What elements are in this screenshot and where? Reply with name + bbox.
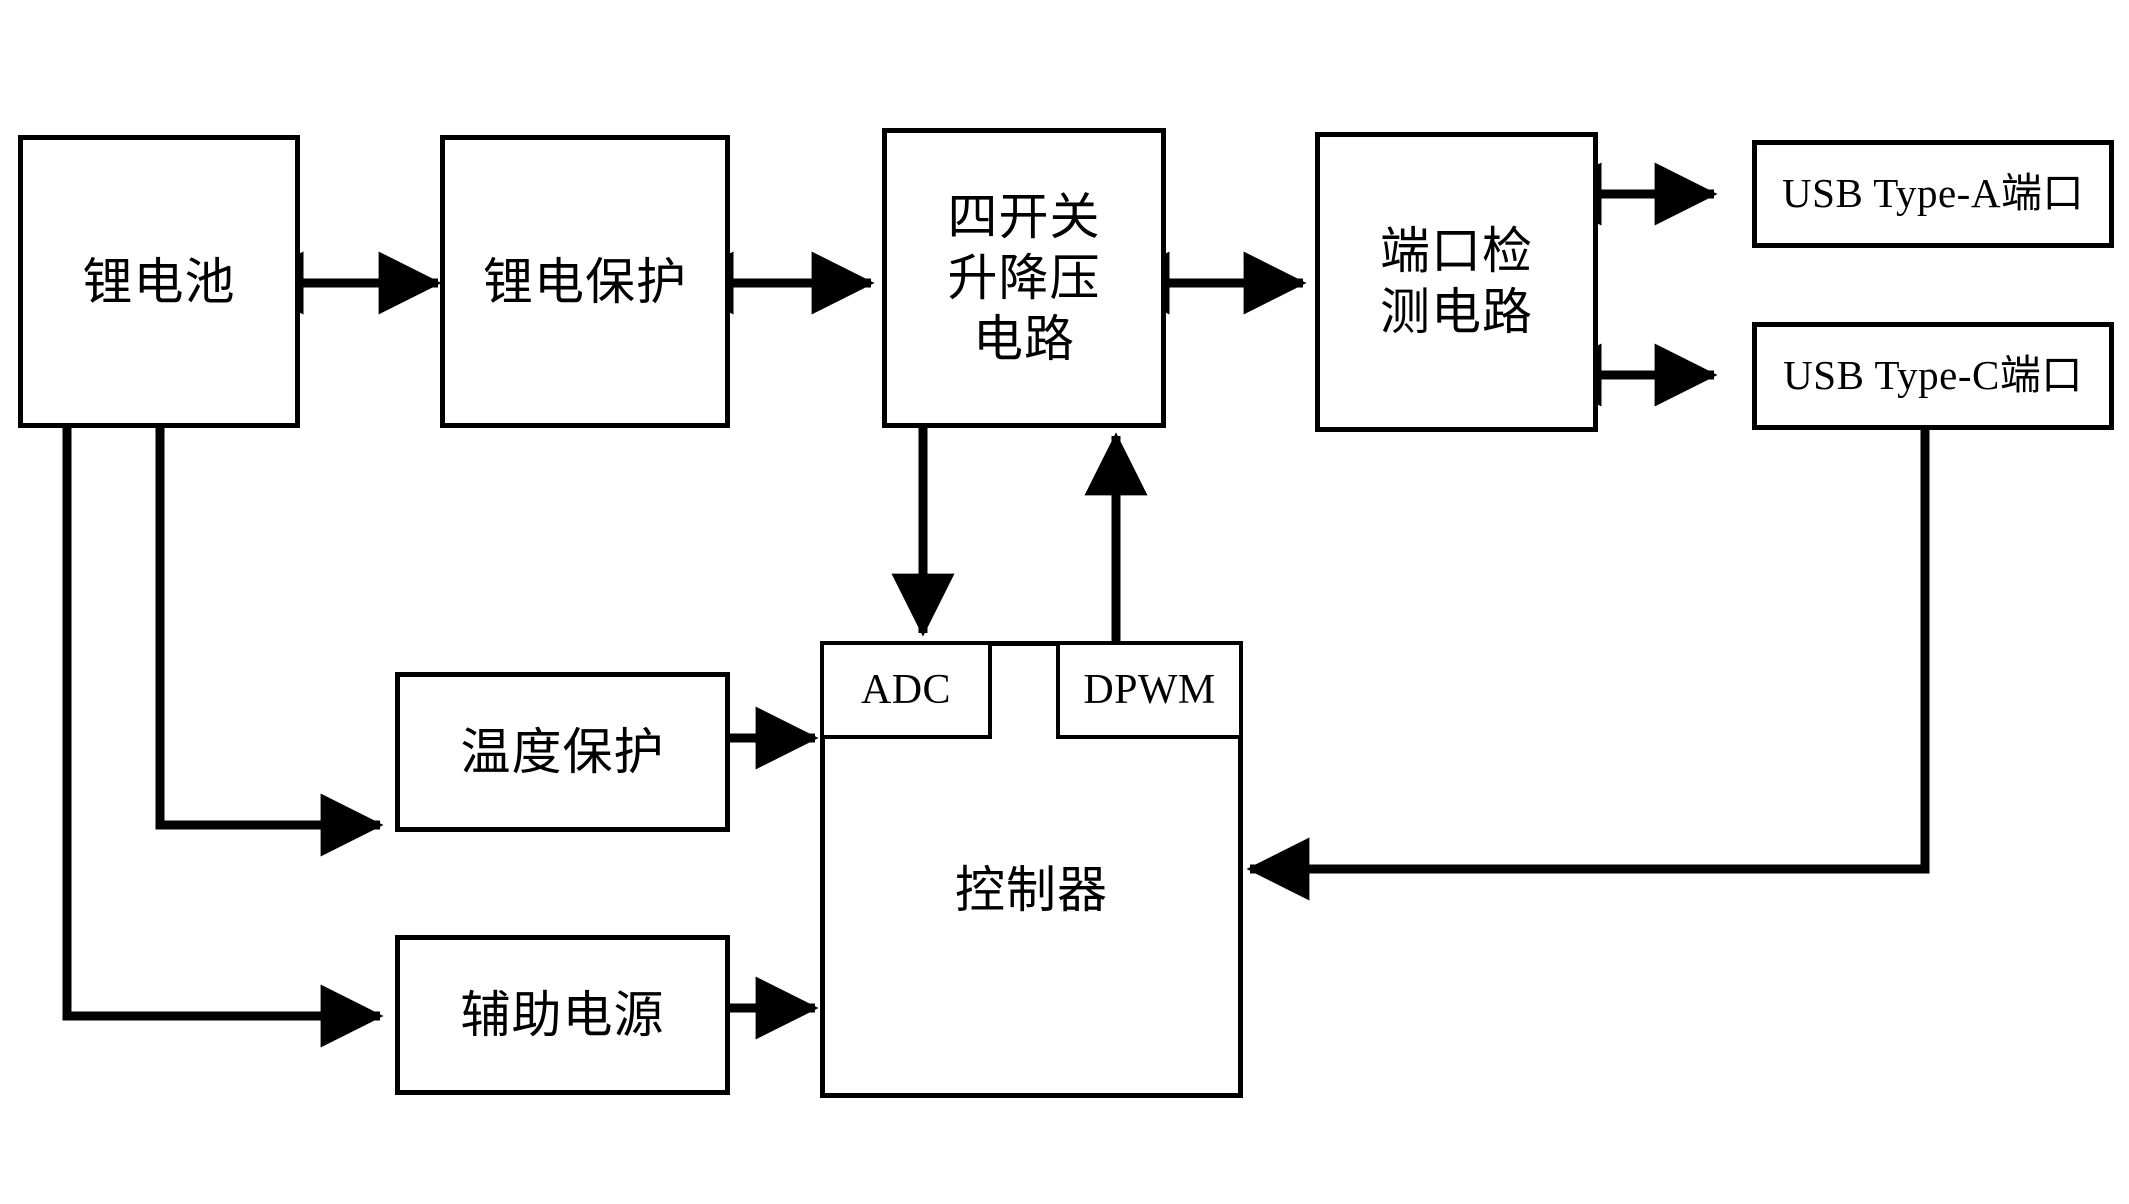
block-aux-power[interactable]: 辅助电源 (395, 935, 730, 1095)
block-battery[interactable]: 锂电池 (18, 135, 300, 428)
block-battery-label: 锂电池 (82, 253, 236, 310)
block-dpwm[interactable]: DPWM (1056, 641, 1243, 739)
block-battery-protect-label: 锂电保护 (483, 253, 687, 310)
block-port-detect[interactable]: 端口检 测电路 (1315, 132, 1598, 432)
block-temp-protect-label: 温度保护 (460, 724, 665, 780)
block-dpwm-label: DPWM (1083, 666, 1216, 713)
block-usb-type-c-label: USB Type-C端口 (1783, 352, 2083, 399)
block-aux-power-label: 辅助电源 (460, 987, 665, 1043)
wire-usb-type-c-to-controller (1246, 428, 1930, 901)
block-usb-type-c[interactable]: USB Type-C端口 (1752, 322, 2114, 430)
block-buck-boost[interactable]: 四开关 升降压 电路 (882, 128, 1166, 428)
block-battery-protect[interactable]: 锂电保护 (440, 135, 730, 428)
block-usb-type-a[interactable]: USB Type-A端口 (1752, 140, 2114, 248)
block-usb-type-a-label: USB Type-A端口 (1782, 170, 2084, 217)
block-port-detect-label: 端口检 测电路 (1380, 223, 1533, 340)
block-buck-boost-label: 四开关 升降压 电路 (947, 188, 1101, 367)
wire-battery-to-aux-power (62, 428, 384, 1048)
block-adc-label: ADC (861, 666, 951, 713)
block-temp-protect[interactable]: 温度保护 (395, 672, 730, 832)
wire-battery-to-temp-protect (155, 428, 384, 857)
block-controller-label: 控制器 (955, 862, 1108, 918)
block-adc[interactable]: ADC (820, 641, 992, 739)
